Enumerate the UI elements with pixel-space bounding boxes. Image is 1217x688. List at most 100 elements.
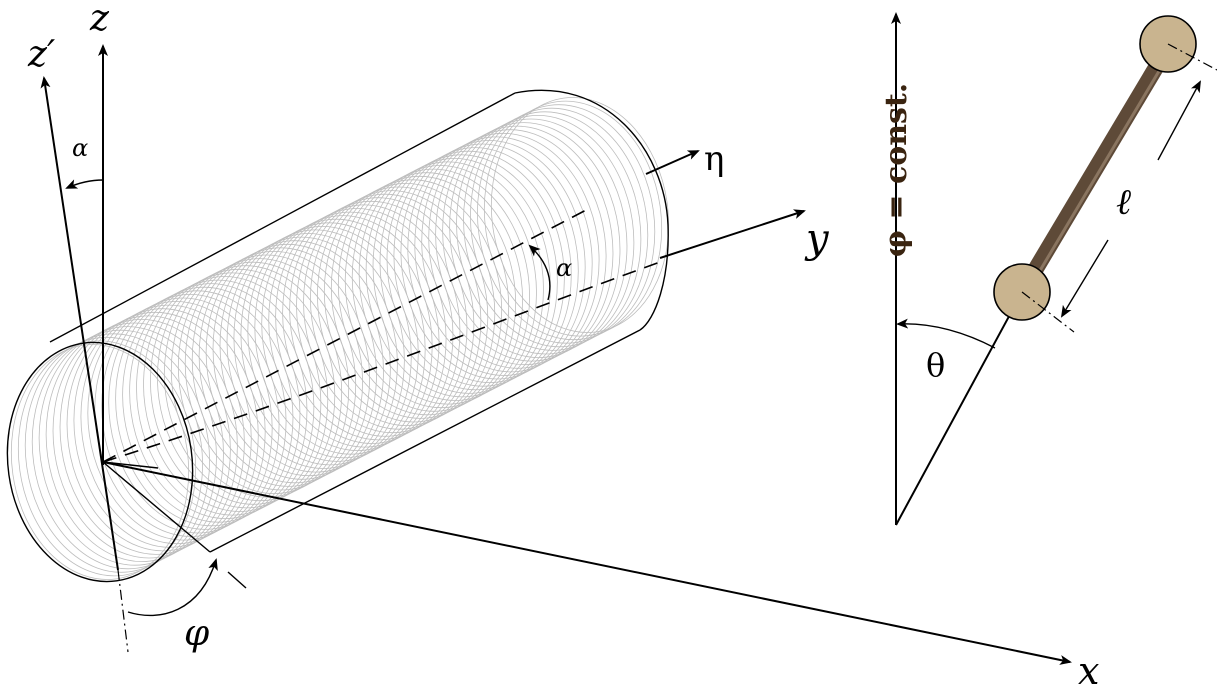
hatch-ring [31,333,210,570]
hatch-ring [157,268,336,505]
hatch-ring [24,336,203,573]
hatch-ring [344,172,523,409]
hatch-ring [226,233,405,469]
radial-line-b [102,461,159,469]
lower-bead-extension [1021,291,1075,333]
ell-label: ℓ [1116,182,1131,223]
phi-ref-tick [227,571,247,589]
z-label: z [89,0,110,39]
hatch-ring [143,276,322,512]
hatch-ring [17,340,197,577]
y-axis [659,209,806,259]
hatch-ring [163,265,343,502]
hatch-ring [108,294,287,530]
radial-line-a [102,461,211,553]
phi-const-label: φ = const. [879,83,914,257]
hatch-ring [477,104,656,341]
cylinder-back-face-rim [514,89,669,331]
phi-label: φ [184,613,210,654]
dumbbell-diagram: φ = const. θ ℓ [879,12,1217,526]
hatch-ring [296,197,475,434]
hatch-ring [330,179,510,416]
hatch-ring [463,111,642,348]
hatch-ring [490,97,670,333]
z-prime-axis [40,76,119,571]
hatch-ring [212,240,391,477]
ell-dimension-upper [1157,80,1201,161]
hatch-ring [428,129,607,366]
cylinder-diagram: α α φ z′ z η y x [6,0,1099,688]
hatch-ring [386,150,565,387]
hatch-ring [449,118,628,355]
hatch-ring [372,158,551,394]
alpha-label-top: α [72,134,88,162]
hatch-ring [198,247,377,484]
hatch-ring [275,208,454,444]
hatch-ring [421,132,600,369]
phi-arc [127,558,218,617]
hatch-ring [268,211,447,448]
hatch-ring [456,115,635,351]
hatch-ring [150,272,329,509]
dumbbell-rod [1015,39,1177,297]
hatch-ring [435,125,614,362]
hatch-ring [115,290,294,527]
hatch-ring [303,193,482,430]
x-label: x [1078,649,1099,688]
cylinder-surface-hatching [10,97,670,580]
theta-label: θ [926,346,945,384]
hatch-ring [122,286,301,523]
hatch-ring [393,147,572,383]
hatch-ring [129,283,308,519]
hatch-ring [442,122,621,358]
hatch-ring [233,229,412,466]
hatch-ring [351,168,530,405]
upper-bead-extension [1167,43,1217,71]
hatch-ring [73,311,252,548]
hatch-ring [240,226,419,462]
alpha-label-mid: α [556,254,572,282]
hatch-ring [282,204,461,441]
hatch-ring [254,218,433,455]
hatch-ring [317,186,496,423]
hatch-ring [66,315,245,552]
hatch-ring [177,258,357,494]
hatch-ring [87,304,266,541]
x-axis [102,461,1072,665]
hatch-ring [80,308,259,545]
hatch-ring [365,161,544,398]
hatch-ring [38,329,217,566]
hatch-ring [205,243,384,480]
z-prime-axis-lower [117,569,129,653]
dumbbell-rod-highlight [1024,45,1176,295]
eta-label: η [704,139,724,179]
hatch-ring [310,190,489,426]
hatch-ring [52,322,231,559]
cylinder-top-edge [49,92,516,343]
hatch-ring [219,236,398,473]
eta-axis [645,150,700,175]
ell-dimension-lower [1060,239,1109,318]
hatch-ring [247,222,426,459]
y-label: y [804,216,830,262]
hatch-ring [261,215,440,451]
hatch-ring [191,251,370,487]
hatch-ring [358,165,537,401]
hatch-ring [170,261,350,498]
alpha-arc-top [65,179,104,189]
cylinder-bottom-edge [209,329,641,553]
alpha-arc-mid [528,244,551,301]
hatch-ring [470,107,649,344]
hatch-ring [414,136,593,373]
hatch-ring [379,154,558,391]
hatch-ring [45,326,224,562]
hatch-ring [184,254,363,491]
hatch-ring [136,279,315,516]
hatch-ring [289,200,468,437]
hatch-ring [483,100,663,337]
theta-arc [896,318,996,349]
hatch-ring [407,140,586,376]
hatch-ring [323,183,503,419]
z-prime-label: z′ [27,34,55,75]
